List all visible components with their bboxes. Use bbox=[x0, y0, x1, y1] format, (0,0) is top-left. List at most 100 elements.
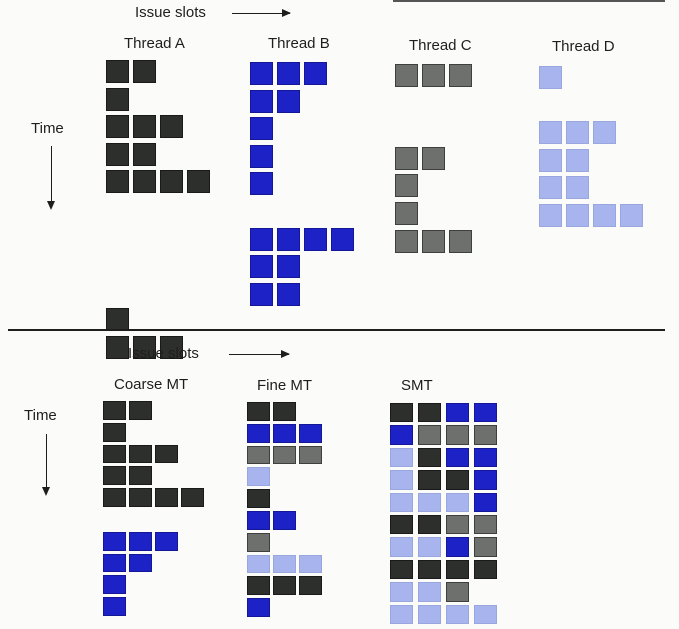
thread-c-issue-slot bbox=[422, 146, 445, 170]
thread-a-issue-slot bbox=[418, 470, 441, 490]
thread-c-issue-slot bbox=[449, 229, 472, 253]
thread-c-issue-slot bbox=[474, 537, 497, 557]
thread-b-issue-slot bbox=[277, 227, 300, 251]
thread-b-issue-slot bbox=[277, 89, 300, 113]
thread-d-issue-slot bbox=[539, 66, 562, 89]
thread-b-issue-slot bbox=[273, 423, 296, 443]
thread-a-issue-slot bbox=[106, 336, 129, 359]
thread-d-issue-slot bbox=[539, 148, 562, 172]
thread-a-issue-slot bbox=[129, 466, 152, 486]
thread-a-issue-slot bbox=[106, 87, 129, 111]
thread-a-issue-slot bbox=[133, 170, 156, 194]
thread-d-issue-slot bbox=[418, 537, 441, 557]
thread-c-issue-slot bbox=[446, 425, 469, 445]
thread-a-issue-slot bbox=[129, 488, 152, 507]
thread-d-issue-slot bbox=[418, 604, 441, 624]
thread-b-issue-slot bbox=[304, 227, 327, 251]
thread-b-issue-slot bbox=[129, 553, 152, 573]
thread-b-issue-slot bbox=[331, 227, 354, 251]
thread-b-issue-slot bbox=[474, 447, 497, 468]
thread-c-issue-slot bbox=[395, 229, 418, 253]
thread-c-issue-slot bbox=[418, 425, 441, 445]
thread-b-issue-slot bbox=[250, 282, 273, 306]
thread-c-issue-slot bbox=[395, 174, 418, 198]
thread-a-issue-slot bbox=[418, 559, 441, 580]
thread-d-label: Thread D bbox=[552, 38, 615, 55]
panel-divider bbox=[8, 329, 665, 331]
issue-slots-label-bottom: Issue slots bbox=[128, 345, 199, 362]
thread-d-issue-slot bbox=[418, 582, 441, 602]
thread-d-issue-slot bbox=[539, 176, 562, 200]
thread-d-issue-slot bbox=[539, 121, 562, 145]
thread-b-issue-slot bbox=[250, 62, 273, 85]
thread-b-issue-slot bbox=[277, 255, 300, 279]
time-arrow-top bbox=[47, 146, 55, 210]
thread-b-issue-slot bbox=[250, 227, 273, 251]
thread-d-issue-slot bbox=[390, 492, 413, 512]
thread-a-issue-slot bbox=[133, 336, 156, 359]
thread-b-issue-slot bbox=[390, 425, 413, 445]
thread-b-issue-slot bbox=[129, 531, 152, 551]
time-label-top: Time bbox=[31, 120, 64, 137]
thread-d-issue-slot bbox=[247, 554, 270, 574]
issue-slots-label-top: Issue slots bbox=[135, 4, 206, 21]
thread-b-issue-slot bbox=[247, 511, 270, 530]
thread-d-issue-slot bbox=[390, 470, 413, 490]
thread-d-issue-slot bbox=[390, 582, 413, 602]
thread-d-issue-slot bbox=[418, 492, 441, 512]
thread-a-issue-slot bbox=[160, 336, 183, 359]
thread-d-issue-slot bbox=[446, 492, 469, 512]
thread-b-issue-slot bbox=[155, 531, 178, 551]
thread-c-issue-slot bbox=[422, 229, 445, 253]
thread-d-issue-slot bbox=[390, 537, 413, 557]
thread-d-issue-slot bbox=[390, 447, 413, 468]
thread-c-issue-slot bbox=[247, 532, 270, 552]
thread-a-issue-slot bbox=[103, 466, 126, 486]
thread-d-issue-slot bbox=[566, 176, 589, 200]
thread-a-issue-slot bbox=[247, 402, 270, 421]
thread-c-issue-slot bbox=[446, 582, 469, 602]
thread-a-issue-slot bbox=[160, 170, 183, 194]
smt-label: SMT bbox=[401, 377, 433, 394]
thread-a-issue-slot bbox=[103, 444, 126, 464]
thread-d-issue-slot bbox=[593, 121, 616, 145]
thread-b-issue-slot bbox=[250, 255, 273, 279]
thread-b-issue-slot bbox=[103, 575, 126, 595]
thread-a-issue-slot bbox=[106, 170, 129, 194]
thread-b-issue-slot bbox=[250, 144, 273, 168]
thread-b-issue-slot bbox=[250, 172, 273, 196]
thread-b-issue-slot bbox=[247, 423, 270, 443]
thread-d-issue-slot bbox=[446, 604, 469, 624]
thread-a-issue-slot bbox=[133, 115, 156, 139]
thread-b-issue-slot bbox=[446, 403, 469, 423]
thread-c-issue-slot bbox=[446, 515, 469, 535]
thread-a-issue-slot bbox=[106, 115, 129, 139]
thread-b-issue-slot bbox=[250, 89, 273, 113]
thread-a-issue-slot bbox=[247, 489, 270, 508]
fine-mt-label: Fine MT bbox=[257, 377, 313, 394]
thread-b-label: Thread B bbox=[268, 35, 330, 52]
thread-a-issue-slot bbox=[106, 308, 129, 332]
thread-b-issue-slot bbox=[273, 511, 296, 530]
thread-b-issue-slot bbox=[103, 531, 126, 551]
thread-b-issue-slot bbox=[103, 553, 126, 573]
time-label-bottom: Time bbox=[24, 407, 57, 424]
thread-a-issue-slot bbox=[474, 559, 497, 580]
thread-b-issue-slot bbox=[277, 282, 300, 306]
thread-c-issue-slot bbox=[474, 515, 497, 535]
thread-b-issue-slot bbox=[474, 403, 497, 423]
thread-a-issue-slot bbox=[247, 576, 270, 596]
thread-d-issue-slot bbox=[593, 204, 616, 227]
thread-c-issue-slot bbox=[247, 445, 270, 465]
thread-a-issue-slot bbox=[390, 559, 413, 580]
thread-b-issue-slot bbox=[277, 62, 300, 85]
thread-a-issue-slot bbox=[103, 401, 126, 420]
thread-a-issue-slot bbox=[446, 470, 469, 490]
thread-a-issue-slot bbox=[390, 403, 413, 423]
thread-a-issue-slot bbox=[418, 447, 441, 468]
thread-d-issue-slot bbox=[390, 604, 413, 624]
thread-a-label: Thread A bbox=[124, 35, 185, 52]
thread-d-issue-slot bbox=[566, 148, 589, 172]
thread-d-issue-slot bbox=[247, 467, 270, 487]
thread-d-issue-slot bbox=[566, 121, 589, 145]
